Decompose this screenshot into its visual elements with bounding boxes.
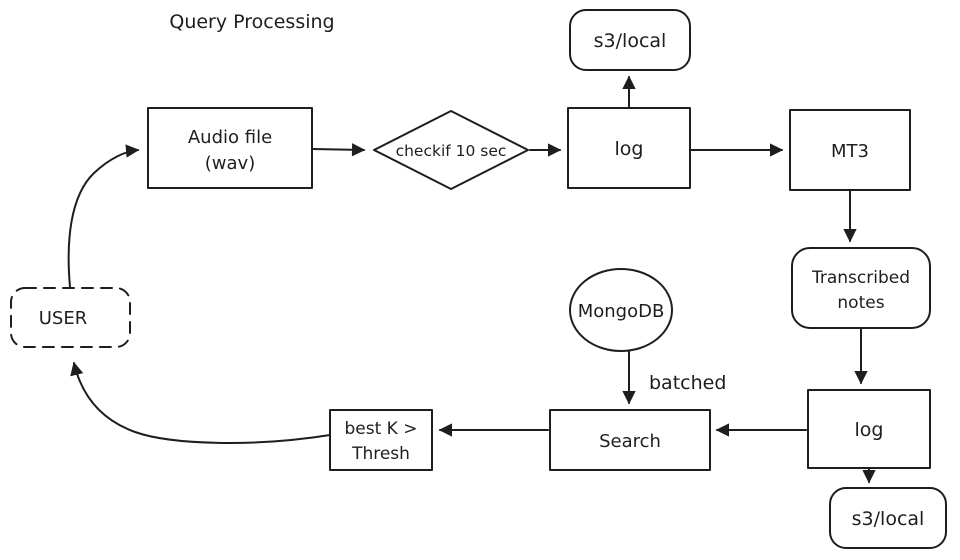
mt3-label: MT3 xyxy=(831,141,869,162)
mongodb-label: MongoDB xyxy=(578,301,665,322)
edge-user-to-audio-file xyxy=(67,144,140,288)
user-label: USER xyxy=(39,308,87,329)
mt3-box xyxy=(789,109,911,191)
diagram-title: Query Processing xyxy=(169,11,334,33)
edge-audio-file-to-check xyxy=(311,143,366,157)
s3-local-query-label: s3/local xyxy=(594,30,667,52)
audio-file-label-line2: (wav) xyxy=(205,153,255,174)
node-transcribed-notes: Transcribed notes xyxy=(791,247,931,329)
search-label: Search xyxy=(599,431,661,452)
check-duration-diamond xyxy=(373,110,529,190)
search-box xyxy=(549,409,711,471)
node-check-duration: checkif 10 sec xyxy=(373,110,529,190)
best-k-label-line2: Thresh xyxy=(351,444,410,464)
node-best-k: best K > Thresh xyxy=(329,409,433,471)
node-s3-local-query: s3/local xyxy=(569,9,691,71)
best-k-box xyxy=(329,409,433,471)
node-mt3: MT3 xyxy=(789,109,911,191)
log-notes-box xyxy=(807,389,931,469)
node-audio-file: Audio file (wav) xyxy=(147,107,313,189)
node-search: Search xyxy=(549,409,711,471)
transcribed-notes-label-line1: Transcribed xyxy=(811,268,910,288)
log-query-label: log xyxy=(615,138,644,160)
audio-file-label-line1: Audio file xyxy=(188,127,272,148)
s3-local-query-box xyxy=(569,9,691,71)
best-k-label-line1: best K > xyxy=(345,419,418,439)
edge-label-batched: batched xyxy=(649,372,726,394)
node-log-query: log xyxy=(567,107,691,189)
node-log-notes: log xyxy=(807,389,931,469)
check-duration-label: checkif 10 sec xyxy=(396,142,507,160)
edge-best-k-to-user xyxy=(70,361,331,444)
node-s3-local-notes: s3/local xyxy=(829,487,947,549)
transcribed-notes-box xyxy=(791,247,931,329)
node-mongodb: MongoDB xyxy=(569,268,673,352)
s3-local-notes-label: s3/local xyxy=(852,508,925,530)
user-box xyxy=(10,287,131,348)
log-query-box xyxy=(567,107,691,189)
s3-local-notes-box xyxy=(829,487,947,549)
transcribed-notes-label-line2: notes xyxy=(837,293,884,313)
audio-file-box xyxy=(147,107,313,189)
mongodb-ellipse xyxy=(569,268,673,352)
node-user: USER xyxy=(10,287,131,348)
log-notes-label: log xyxy=(855,419,884,441)
